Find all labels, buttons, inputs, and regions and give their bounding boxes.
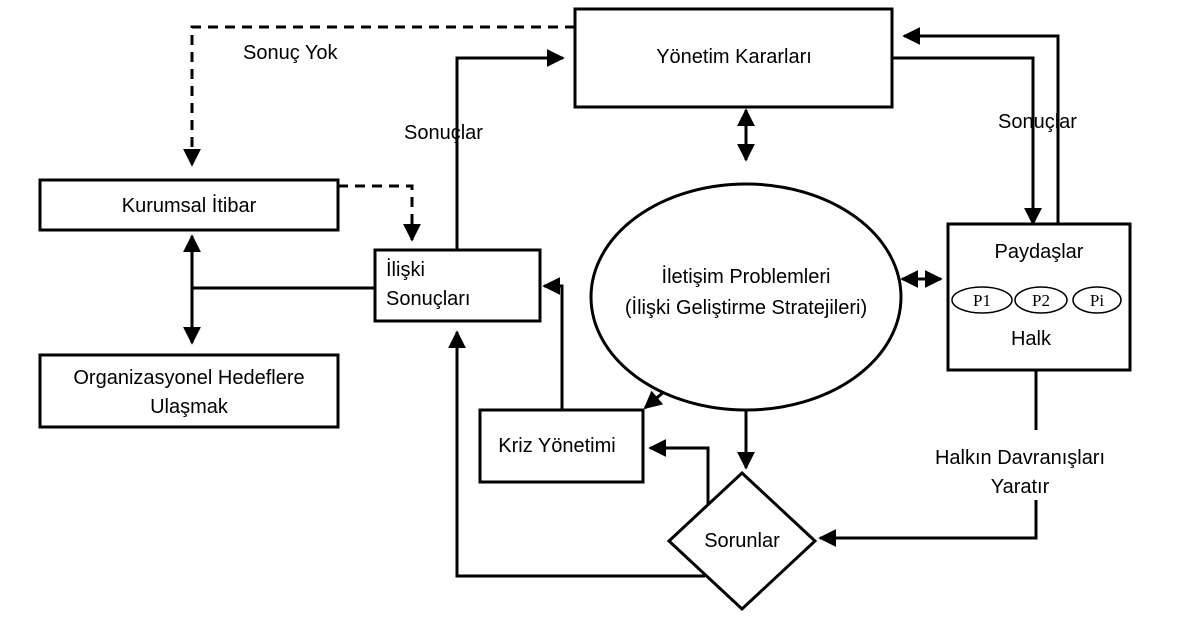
iletisim-label-line2: (İlişki Geliştirme Stratejileri) — [625, 296, 867, 319]
edge-sorunlar-kriz — [648, 439, 710, 505]
sorunlar-label: Sorunlar — [704, 530, 780, 552]
node-kurumsal-itibar: Kurumsal İtibar — [38, 178, 340, 232]
node-iletisim-problemleri: İletişim Problemleri (İlişki Geliştirme … — [589, 182, 903, 412]
p1-label: P1 — [973, 291, 991, 310]
node-sorunlar: Sorunlar — [666, 470, 818, 612]
edge-kriz-iliski — [542, 277, 564, 410]
edge-sorunlar-iliski — [448, 330, 705, 578]
halk-label: Halk — [1011, 328, 1052, 350]
halkin-davranislari-label-line2: Yaratır — [991, 476, 1050, 498]
node-organizasyonel-hedefler: Organizasyonel Hedeflere Ulaşmak — [38, 353, 340, 429]
edge-paydaslar-sorunlar — [820, 370, 1038, 538]
node-yonetim-kararlari: Yönetim Kararları — [573, 7, 894, 109]
node-kriz-yonetimi: Kriz Yönetimi — [478, 408, 645, 484]
sonuc-yok-label: Sonuç Yok — [243, 42, 339, 64]
p2-ellipse — [1014, 286, 1068, 314]
pi-label: Pi — [1090, 291, 1104, 310]
edge-sonuc-yok — [183, 25, 575, 167]
sonuclar-left-label: Sonuçlar — [404, 122, 483, 144]
p2-label: P2 — [1032, 291, 1050, 310]
p1-ellipse — [951, 286, 1013, 314]
edge-kurumsal-iliski-dashed — [338, 184, 421, 242]
node-iliski-sonuclari: İlişki Sonuçları — [373, 248, 542, 323]
edge-iliski-yonetim — [455, 49, 565, 250]
paydaslar-label: Paydaşlar — [995, 241, 1084, 263]
edge-paydaslar-yonetim — [902, 27, 1060, 224]
iliski-label-line1: İlişki — [386, 258, 425, 281]
node-paydaslar: Paydaşlar P1 P2 Pi Halk — [946, 222, 1132, 372]
iliski-label-line2: Sonuçları — [386, 288, 471, 310]
halkin-davranislari-label-line1: Halkın Davranışları — [935, 447, 1105, 469]
kurumsal-itibar-label: Kurumsal İtibar — [122, 194, 257, 217]
edge-yonetim-paydaslar — [892, 56, 1042, 226]
pi-ellipse — [1072, 286, 1122, 314]
kriz-yonetimi-label: Kriz Yönetimi — [498, 435, 615, 457]
organizasyonel-label-line1: Organizasyonel Hedeflere — [73, 367, 304, 389]
iletisim-label-line1: İletişim Problemleri — [662, 265, 831, 288]
sonuclar-right-label: Sonuçlar — [998, 111, 1077, 133]
organizasyonel-label-line2: Ulaşmak — [150, 396, 229, 418]
yonetim-kararlari-label: Yönetim Kararları — [656, 46, 812, 68]
